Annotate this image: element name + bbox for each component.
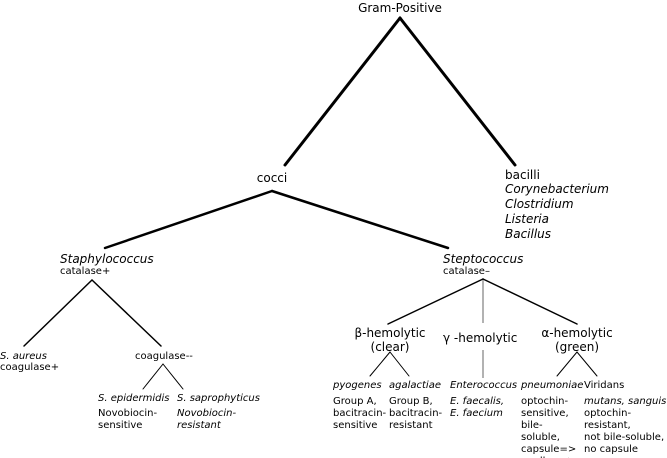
bacilli-label: bacilli xyxy=(505,168,540,182)
alpha-hemolytic-label: α-hemolytic xyxy=(541,326,613,340)
gamma-hemolytic-label: γ -hemolytic xyxy=(443,331,518,345)
strep-label: Steptococcus xyxy=(443,252,524,266)
genus-clostridium: Clostridium xyxy=(505,197,574,211)
genus-corynebacterium: Corynebacterium xyxy=(505,182,609,196)
edge-root-cocci xyxy=(283,16,402,167)
edge-coagneg-sapro xyxy=(162,363,184,390)
pyogenes-note: Group A, bacitracin- sensitive xyxy=(333,396,387,431)
edge-beta-pyogenes xyxy=(369,351,391,377)
agalactiae-note: Group B, bacitracin- resistant xyxy=(389,396,443,431)
cocci-label: cocci xyxy=(256,171,288,185)
edge-staph-coagneg xyxy=(91,279,162,347)
aureus-note: coagulase+ xyxy=(0,362,60,373)
viridans-label: Viridans xyxy=(584,380,625,391)
root-label: Gram-Positive xyxy=(358,1,442,15)
agalactiae-label: agalactiae xyxy=(389,380,441,391)
enterococcus-label: Enterococcus xyxy=(450,380,518,391)
staph-label: Staphylococcus xyxy=(60,252,154,266)
saprophyticus-label: S. saprophyticus xyxy=(177,393,260,404)
viridans-species: mutans, sanguis xyxy=(584,396,667,407)
edge-staph-aureus xyxy=(23,279,93,347)
saprophyticus-note: Novobiocin- resistant xyxy=(177,408,237,431)
edge-root-bacilli xyxy=(398,16,517,167)
pneumoniae-note: optochin- sensitive, bile- soluble, caps… xyxy=(521,396,577,458)
edge-alpha-pneumoniae xyxy=(556,351,578,377)
pneumoniae-label: pneumoniae xyxy=(521,380,584,391)
edge-strep-beta xyxy=(387,278,484,325)
edge-strep-alpha xyxy=(482,278,578,325)
edge-cocci-staph xyxy=(103,189,274,250)
staph-test: catalase+ xyxy=(60,266,111,277)
genus-bacillus: Bacillus xyxy=(505,227,552,241)
genus-listeria: Listeria xyxy=(505,212,549,226)
edge-beta-agalactiae xyxy=(389,351,410,377)
viridans-note: optochin- resistant, not bile-soluble, n… xyxy=(584,408,665,455)
edge-alpha-viridans xyxy=(576,351,598,377)
epidermidis-label: S. epidermidis xyxy=(98,393,170,404)
edge-cocci-strep xyxy=(270,189,450,250)
strep-test: catalase– xyxy=(443,266,490,277)
beta-hemolytic-sub: (clear) xyxy=(370,340,410,354)
beta-hemolytic-label: β-hemolytic xyxy=(354,326,426,340)
aureus-label: S. aureus xyxy=(0,351,47,362)
epidermidis-note: Novobiocin- sensitive xyxy=(98,408,158,431)
pyogenes-label: pyogenes xyxy=(333,380,382,391)
edge-coagneg-epi xyxy=(142,363,164,390)
coagulase-negative-label: coagulase-- xyxy=(135,351,193,362)
enterococcus-note: E. faecalis, E. faecium xyxy=(450,396,505,419)
alpha-hemolytic-sub: (green) xyxy=(554,340,600,354)
